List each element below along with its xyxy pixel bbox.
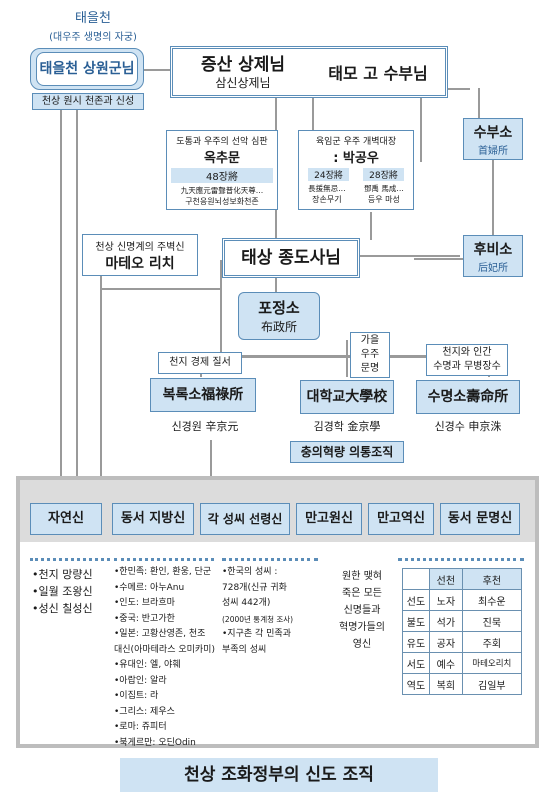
col1-list: •천지 망량신 •일월 조왕신 •성신 칠성신 (32, 568, 93, 615)
taesang-label: 태상 종도사님 (241, 248, 341, 268)
count-24: 24장將 (308, 168, 349, 181)
connector (275, 278, 277, 294)
taeulcheon-subtitle: (대우주 생명의 자궁) (49, 32, 137, 43)
column-wonsin: 만고원신 (296, 503, 362, 535)
connector (370, 212, 372, 240)
column-nature: 자연신 (30, 503, 102, 535)
taeulcheon-caption: 천상 원시 천존과 신성 (32, 93, 144, 110)
count-28: 28장將 (363, 168, 404, 181)
bokrok-person: 신경원 辛京元 (171, 420, 239, 433)
mateo-line1: 천상 신명계의 주벽신 (95, 242, 185, 253)
connector (346, 340, 348, 377)
col2-list: •한민족: 환인, 환웅, 단군 •수메르: 아누Anu •인도: 브라흐마 •… (114, 567, 215, 748)
footer-title: 천상 조화정부의 신도 조직 (184, 765, 374, 785)
subuso-hanja: 首婦所 (478, 146, 508, 157)
connector (360, 255, 460, 257)
okchumun-name: 옥추문 (204, 151, 240, 166)
okchumun-box: 도통과 우주의 선악 심판 옥추문 48장將 九天應元雷聲普化天尊… 구천응원뇌… (166, 130, 278, 210)
column-local: 동서 지방신 (112, 503, 194, 535)
connector (210, 440, 212, 470)
okchumun-heading: 도통과 우주의 선악 심판 (176, 137, 268, 147)
suming-person: 신경수 申京洙 (434, 420, 502, 433)
bokrok-box: 복록소福祿所 (150, 378, 256, 412)
suming-top: 천지와 인간 수명과 무병장수 (426, 344, 508, 376)
okchumun-line1: 九天應元雷聲普化天尊… (180, 186, 264, 195)
connector (200, 355, 490, 358)
connector (210, 468, 212, 478)
pojeongso-label: 포정소 (258, 299, 300, 317)
daehak-box: 대학교大學校 (300, 380, 394, 414)
taesang-box: 태상 종도사님 (222, 238, 360, 278)
connector (420, 94, 422, 162)
bokrok-top: 천지 경제 질서 (158, 352, 242, 374)
pojeongso-box: 포정소 布政所 (238, 292, 320, 340)
mateo-box: 천상 신명계의 주벽신 마테오 리치 (82, 234, 198, 276)
hubiso-label: 후비소 (473, 242, 513, 258)
taeulcheon-inner: 태을천 상원군님 (36, 52, 138, 86)
connector (414, 258, 494, 260)
connector (220, 260, 222, 370)
dotted-rule (114, 558, 214, 561)
connector (76, 100, 78, 505)
taeulcheon-name: 태을천 상원군님 (39, 61, 135, 77)
suming-box: 수명소壽命所 (416, 380, 520, 414)
connector (144, 69, 170, 71)
chungui-box: 충의혁량 의통조직 (290, 441, 404, 463)
taeulcheon-title: 태을천 (75, 11, 111, 26)
dotted-rule (30, 558, 110, 561)
parkgongwoo-heading: 육임군 우주 개벽대장 (315, 137, 397, 147)
suming-label: 수명소壽命所 (427, 389, 509, 405)
column-ancestors: 각 성씨 선령신 (200, 503, 290, 535)
bottom-frame (16, 476, 539, 748)
jeungsan-title: 증산 상제님 (200, 55, 286, 75)
dotted-rule (398, 558, 524, 561)
parkgongwoo-name: : 박공우 (333, 151, 379, 166)
jeungsan-subtitle: 삼신상제님 (215, 76, 271, 90)
connector (100, 260, 102, 505)
connector (60, 100, 62, 505)
bokrok-label: 복록소福祿所 (162, 387, 244, 403)
taemo-title: 태모 고 수부님 (328, 64, 428, 83)
connector (492, 160, 494, 258)
daehak-person: 김경학 金京學 (313, 420, 381, 433)
connector (478, 88, 480, 124)
col3-list: •한국의 성씨 : 728개(신규 귀화 성씨 442개) (2000년 통계청… (222, 567, 294, 655)
chungui-label: 충의혁량 의통조직 (300, 445, 394, 459)
footer-banner: 천상 조화정부의 신도 조직 (120, 758, 438, 792)
jeungsan-box (170, 46, 448, 98)
column-yeoksin: 만고역신 (368, 503, 434, 535)
daehak-top: 가을 우주 문명 (350, 332, 390, 378)
mateo-line2: 마테오 리치 (105, 256, 175, 272)
table-header-row: 선천 후천 (402, 568, 523, 590)
okchumun-line2: 구천응원뇌성보화천존 (185, 197, 259, 206)
pojeongso-hanja: 布政所 (260, 320, 297, 334)
dotted-rule (222, 558, 318, 561)
subuso-label: 수부소 (473, 125, 513, 141)
connector (446, 88, 470, 90)
connector (100, 288, 220, 290)
col4-list: 원한 맺혀 죽은 모든 신명들과 혁명가들의 영신 (339, 571, 385, 650)
connector (312, 94, 314, 130)
daehak-label: 대학교大學校 (306, 389, 388, 405)
okchumun-count: 48장將 (171, 168, 273, 183)
parkgongwoo-box: 육임군 우주 개벽대장 : 박공우 24장將 28장將 長援無忌… 鄧禹 馬成…… (298, 130, 414, 210)
subuso-box: 수부소 首婦所 (463, 118, 523, 160)
hubiso-hanja: 后妃所 (478, 263, 508, 274)
hubiso-box: 후비소 后妃所 (463, 235, 523, 277)
column-civilization: 동서 문명신 (440, 503, 520, 535)
